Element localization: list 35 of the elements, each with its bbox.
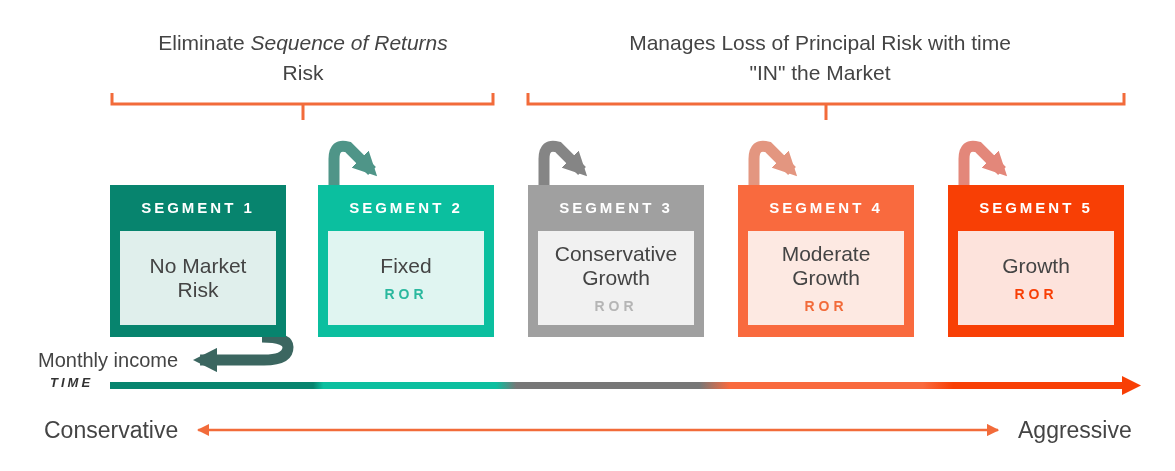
segment-inner-box	[958, 231, 1114, 325]
segment-label: Moderate Growth	[780, 241, 872, 291]
double-arrow	[197, 423, 1000, 437]
segment-label: Growth	[1001, 253, 1071, 279]
curved-arrow	[538, 140, 588, 185]
bracket-heading: Manages Loss of Principal Risk with time "IN" the Market	[628, 30, 1012, 87]
ror-label: ROR	[594, 298, 638, 315]
income-label: Monthly income	[38, 346, 179, 374]
segment-inner-box	[538, 231, 694, 325]
segment-box	[528, 185, 704, 337]
segment-heading: SEGMENT 5	[978, 199, 1094, 216]
segment-label: No Market Risk	[148, 253, 248, 303]
ror-label: ROR	[384, 286, 428, 303]
curved-arrow	[748, 140, 798, 185]
segment-heading: SEGMENT 2	[348, 199, 464, 216]
ror-label: ROR	[804, 298, 848, 315]
segment-label: Fixed	[379, 253, 433, 279]
segment-box	[110, 185, 286, 337]
axis-label: TIME	[50, 375, 94, 390]
segment-box	[738, 185, 914, 337]
segment-label: Conservative Growth	[553, 241, 679, 291]
segment-heading: SEGMENT 4	[768, 199, 884, 216]
scale-end-label: Conservative	[44, 414, 179, 446]
curved-arrow	[328, 140, 378, 185]
segment-inner-box	[328, 231, 484, 325]
segment-inner-box	[120, 231, 276, 325]
scale-end-label: Aggressive	[1018, 414, 1132, 446]
curved-arrow	[958, 140, 1008, 185]
segment-box	[948, 185, 1124, 337]
ror-label: ROR	[1014, 286, 1058, 303]
segment-box	[318, 185, 494, 337]
segment-heading: SEGMENT 1	[140, 199, 256, 216]
segment-inner-box	[748, 231, 904, 325]
bracket-heading: Eliminate Sequence of Returns Risk	[158, 30, 448, 87]
segment-heading: SEGMENT 3	[558, 199, 674, 216]
